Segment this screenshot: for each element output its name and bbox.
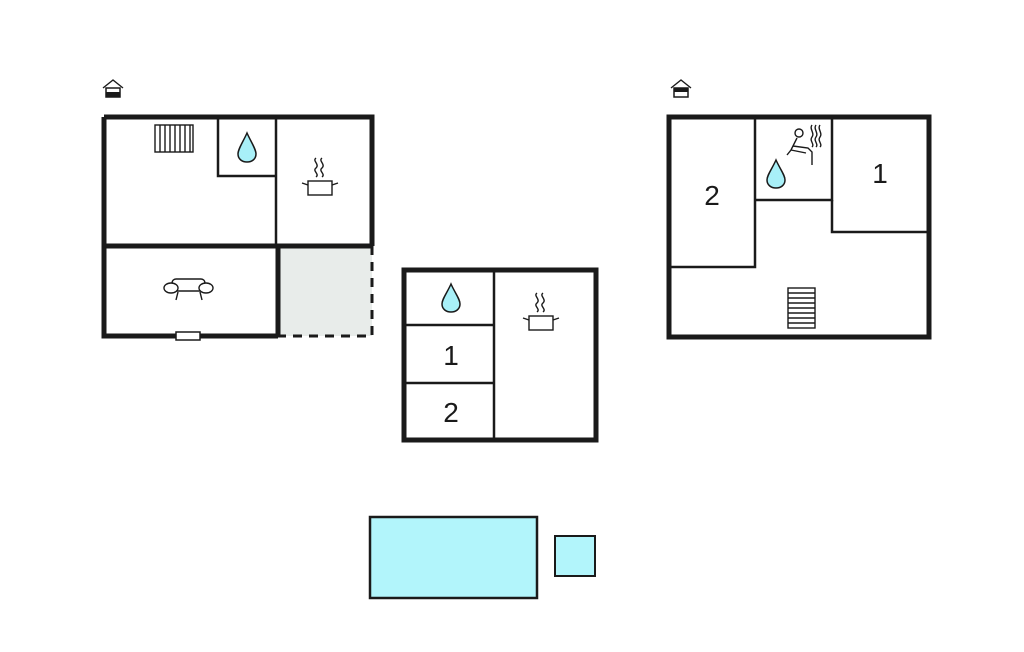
ground-floor-house-icon — [102, 79, 124, 98]
cooking-pot-icon — [301, 157, 339, 196]
cooking-pot-icon — [522, 292, 560, 331]
radiator-icon — [154, 124, 194, 153]
outer-wall — [401, 267, 599, 443]
bedroom-2-wall — [669, 117, 757, 269]
floor-plan-right: 2 1 — [666, 79, 932, 340]
room-number: 1 — [872, 158, 888, 189]
outer-wall — [101, 114, 375, 339]
room-number: 2 — [443, 397, 459, 428]
sauna-icon — [786, 124, 822, 165]
floor-plan-middle: 1 2 — [401, 267, 599, 443]
room-number: 2 — [704, 180, 720, 211]
stairs-icon — [787, 287, 816, 329]
terrace-dashed-edge — [278, 246, 374, 338]
bathroom-wall — [216, 117, 276, 178]
water-drop-icon — [766, 158, 786, 189]
sauna-wall — [755, 117, 834, 202]
sofa-icon — [163, 278, 214, 301]
pool — [368, 515, 539, 600]
room-number: 1 — [443, 340, 459, 371]
outer-wall — [666, 114, 932, 340]
upper-floor-house-icon — [670, 79, 692, 98]
hot-tub — [554, 535, 596, 577]
floor-plan-left — [101, 79, 375, 341]
water-drop-icon — [237, 131, 257, 163]
water-drop-icon — [441, 282, 461, 313]
window — [175, 331, 201, 341]
bedroom-1-wall — [830, 200, 929, 234]
terrace-area — [278, 246, 372, 336]
